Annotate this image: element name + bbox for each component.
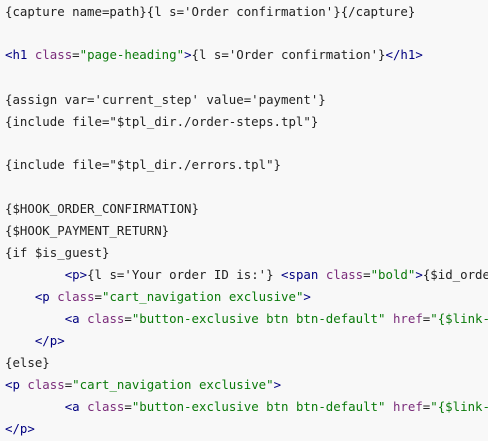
code-indent <box>5 267 65 282</box>
code-token: <p <box>34 289 50 304</box>
code-line: </p> <box>5 330 65 352</box>
code-indent <box>5 311 65 326</box>
code-token: > <box>273 377 282 392</box>
code-token: class <box>318 267 364 282</box>
code-token: "button-exclusive btn btn-default" <box>131 399 386 414</box>
code-line: </p> <box>5 418 35 440</box>
code-indent <box>5 333 35 348</box>
code-token: class <box>27 47 73 62</box>
code-line: <a class="button-exclusive btn btn-defau… <box>5 308 488 330</box>
code-token: "bold" <box>370 267 416 282</box>
code-token: = <box>64 377 73 392</box>
code-token: class <box>49 289 95 304</box>
code-token: <p> <box>64 267 88 282</box>
code-token: {capture name=path}{l s='Order confirmat… <box>5 4 416 19</box>
code-token: </p> <box>5 421 35 436</box>
code-token: = <box>363 267 371 282</box>
code-token: href <box>385 311 423 326</box>
code-token: = <box>72 47 80 62</box>
code-line: {$HOOK_ORDER_CONFIRMATION} <box>5 198 199 220</box>
code-token: </h1> <box>385 47 423 62</box>
code-line: {include file="$tpl_dir./order-steps.tpl… <box>5 111 318 133</box>
code-token: class <box>79 399 125 414</box>
code-line: {else} <box>5 352 50 374</box>
code-token: {$id_order_formatted} <box>422 267 488 282</box>
code-line: {if $is_guest} <box>5 242 109 264</box>
code-token: = <box>422 399 431 414</box>
code-line: {assign var='current_step' value='paymen… <box>5 89 326 111</box>
code-line: <p class="cart_navigation exclusive"> <box>5 286 311 308</box>
code-token: <a <box>64 399 80 414</box>
code-token: "{$link->getPageLink()}" <box>430 399 488 414</box>
code-token: {assign var='current_step' value='paymen… <box>5 92 326 107</box>
code-token: "page-heading" <box>79 47 185 62</box>
code-token: = <box>422 311 431 326</box>
code-token: = <box>124 311 132 326</box>
code-token: "{$link->getPageLink()}" <box>430 311 488 326</box>
code-token: class <box>79 311 125 326</box>
code-line: {$HOOK_PAYMENT_RETURN} <box>5 220 169 242</box>
code-line: <p class="cart_navigation exclusive"> <box>5 374 281 396</box>
code-token: = <box>124 399 132 414</box>
code-token: {else} <box>5 355 50 370</box>
code-token: <h1 <box>5 47 28 62</box>
code-indent <box>5 399 65 414</box>
code-line: {capture name=path}{l s='Order confirmat… <box>5 1 415 23</box>
code-indent <box>5 289 35 304</box>
code-token: {$HOOK_PAYMENT_RETURN} <box>5 223 170 238</box>
code-token: class <box>19 377 65 392</box>
code-line: {include file="$tpl_dir./errors.tpl"} <box>5 154 281 176</box>
code-token: {$HOOK_ORDER_CONFIRMATION} <box>5 201 199 216</box>
code-token: <p <box>5 377 20 392</box>
code-token: {l s='Your order ID is:'} <box>87 267 282 282</box>
code-token: <a <box>64 311 80 326</box>
code-token: "button-exclusive btn btn-default" <box>131 311 386 326</box>
code-token: {include file="$tpl_dir./order-steps.tpl… <box>5 114 319 129</box>
code-line: <a class="button-exclusive btn btn-defau… <box>5 396 488 418</box>
code-token: {if $is_guest} <box>5 245 110 260</box>
code-token: </p> <box>34 333 65 348</box>
code-token: "cart_navigation exclusive" <box>72 377 274 392</box>
code-token: <span <box>281 267 319 282</box>
code-line: <p>{l s='Your order ID is:'} <span class… <box>5 264 488 286</box>
code-token: {l s='Order confirmation'} <box>191 47 386 62</box>
code-token: > <box>303 289 311 304</box>
code-token: > <box>184 47 192 62</box>
code-token: > <box>415 267 423 282</box>
code-token: = <box>94 289 102 304</box>
code-line: <h1 class="page-heading">{l s='Order con… <box>5 44 423 66</box>
code-token: {include file="$tpl_dir./errors.tpl"} <box>5 157 282 172</box>
code-token: "cart_navigation exclusive" <box>102 289 304 304</box>
code-token: href <box>385 399 423 414</box>
